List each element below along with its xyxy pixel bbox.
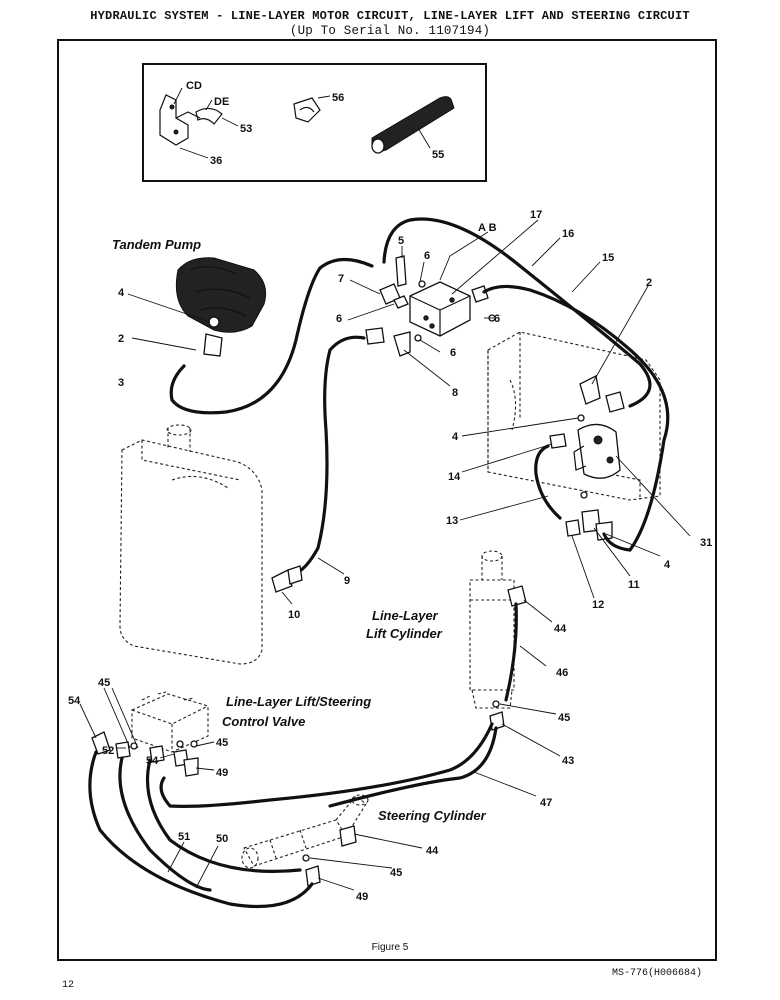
leader-lines [79, 219, 691, 891]
callout-4a: 4 [118, 287, 125, 299]
tandem-pump [175, 257, 267, 333]
callout-9: 9 [344, 575, 350, 587]
callout-49a: 49 [216, 767, 228, 779]
hydraulic-tank [119, 424, 263, 665]
lift-cylinder [469, 550, 515, 709]
callout-12: 12 [592, 599, 604, 611]
page-subtitle: (Up To Serial No. 1107194) [289, 24, 491, 38]
caption-control-valve-1: Line-Layer Lift/Steering [226, 694, 371, 709]
caption-steering-cylinder: Steering Cylinder [378, 808, 487, 823]
callout-55: 55 [432, 149, 444, 161]
callout-4b: 4 [452, 431, 459, 443]
page-number: 12 [62, 980, 75, 991]
callout-de: DE [214, 96, 229, 108]
steering-cylinder [241, 794, 369, 869]
callout-52: 52 [102, 745, 114, 757]
callout-53: 53 [240, 123, 252, 135]
callout-2a: 2 [118, 333, 124, 345]
callout-45b: 45 [98, 677, 110, 689]
manifold-block [409, 281, 471, 337]
callout-13: 13 [446, 515, 458, 527]
callout-54a: 54 [68, 695, 81, 707]
callout-45a: 45 [558, 712, 570, 724]
caption-tandem-pump: Tandem Pump [112, 237, 201, 252]
clip-53 [195, 107, 223, 125]
callout-51: 51 [178, 831, 190, 843]
caption-lift-cylinder-2: Lift Cylinder [366, 626, 443, 641]
callout-11: 11 [628, 579, 640, 591]
callout-7: 7 [338, 273, 344, 285]
callout-36: 36 [210, 155, 222, 167]
callout-16: 16 [562, 228, 574, 240]
callout-2b: 2 [646, 277, 652, 289]
caption-lift-cylinder-1: Line-Layer [372, 608, 439, 623]
sleeve-55 [371, 96, 455, 154]
bracket-36 [159, 94, 201, 146]
callout-4c: 4 [664, 559, 671, 571]
callout-6b: 6 [336, 313, 342, 325]
callout-43: 43 [562, 755, 574, 767]
callout-54b: 54 [146, 755, 159, 767]
page-title: HYDRAULIC SYSTEM - LINE-LAYER MOTOR CIRC… [90, 9, 690, 23]
callout-ab: A B [478, 222, 497, 234]
callout-6a: 6 [424, 250, 430, 262]
diagram-frame [57, 39, 717, 961]
inset-box [142, 63, 487, 182]
callout-31: 31 [700, 537, 712, 549]
callout-45d: 45 [390, 867, 402, 879]
callout-14: 14 [448, 471, 461, 483]
clamp-56 [293, 97, 321, 123]
callout-50: 50 [216, 833, 228, 845]
callout-5: 5 [398, 235, 404, 247]
callout-44a: 44 [554, 623, 567, 635]
callout-cd: CD [186, 80, 202, 92]
callout-47: 47 [540, 797, 552, 809]
caption-control-valve-2: Control Valve [222, 714, 305, 729]
callout-10: 10 [288, 609, 300, 621]
callout-45c: 45 [216, 737, 228, 749]
hoses [88, 217, 670, 909]
line-layer-motor [573, 423, 621, 479]
callout-44b: 44 [426, 845, 439, 857]
callout-17: 17 [530, 209, 542, 221]
callout-46: 46 [556, 667, 568, 679]
callout-6d: 6 [450, 347, 456, 359]
callout-49b: 49 [356, 891, 368, 903]
callout-56: 56 [332, 92, 344, 104]
control-valve [131, 691, 209, 753]
figure-caption: Figure 5 [371, 942, 409, 953]
callout-15: 15 [602, 252, 614, 264]
callout-3: 3 [118, 377, 124, 389]
document-reference: MS-776(H006684) [612, 968, 703, 979]
callout-6c: 6 [494, 313, 500, 325]
callout-8: 8 [452, 387, 458, 399]
